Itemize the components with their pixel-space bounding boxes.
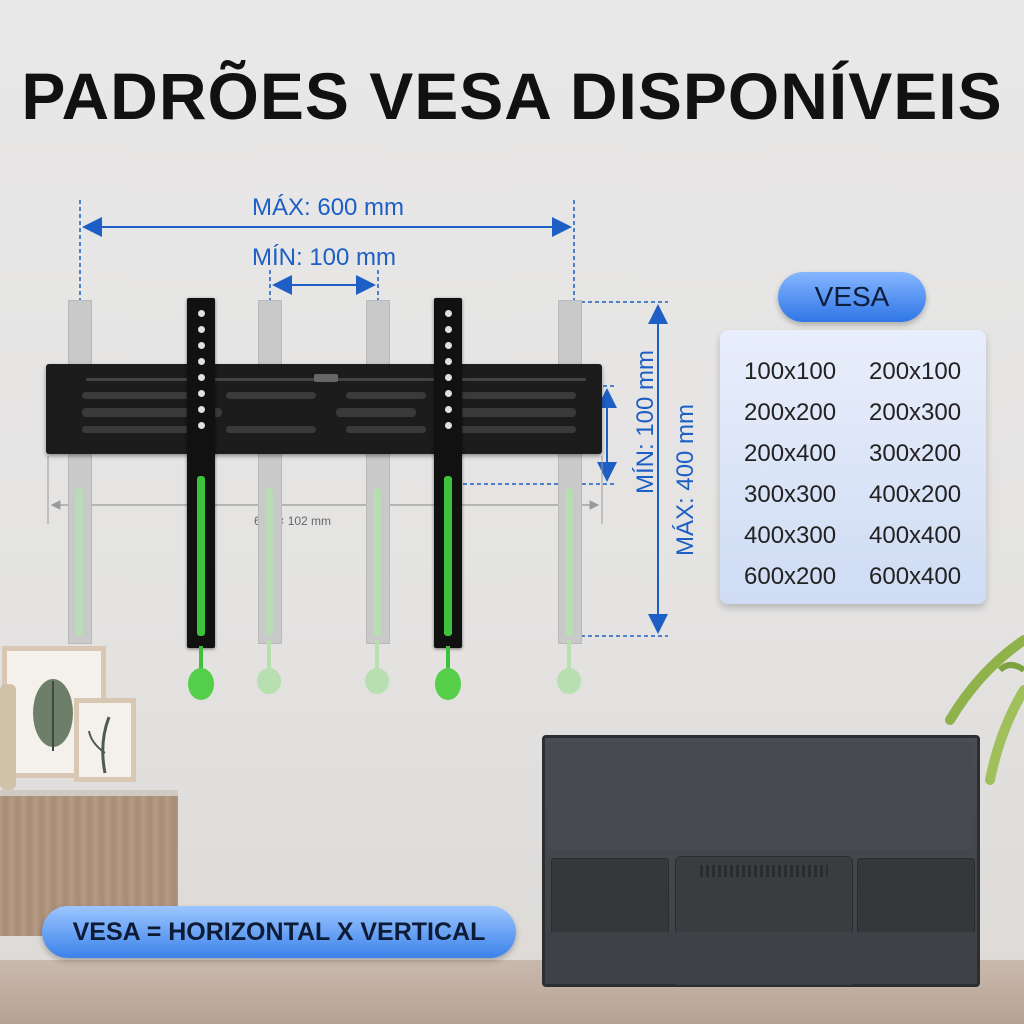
tv-speaker-left — [551, 858, 669, 934]
vesa-pattern: 200x300 — [869, 399, 962, 426]
pull-tab-stem-left — [199, 646, 203, 672]
vesa-pattern: 600x400 — [869, 563, 962, 590]
plant-artwork-icon — [88, 716, 111, 774]
pull-tab-left — [188, 668, 214, 700]
tv-speaker-right — [857, 858, 975, 934]
vesa-pattern: 400x300 — [744, 522, 837, 549]
vesa-patterns-grid: 100x100 200x100 200x200 200x300 200x400 … — [744, 358, 994, 591]
vesa-pattern: 300x300 — [744, 481, 837, 508]
pull-tab-stem-right — [446, 646, 450, 672]
ghost-rail-strip-1 — [75, 488, 83, 636]
tv-arm-right — [434, 298, 462, 648]
vesa-pattern: 400x200 — [869, 481, 962, 508]
ghost-tab-stem-4 — [567, 640, 571, 670]
plant-leaves-icon — [945, 635, 1024, 785]
page-title: PADRÕES VESA DISPONÍVEIS — [21, 59, 1003, 133]
ghost-pull-tab-3 — [365, 668, 389, 694]
min-width-label: MÍN: 100 mm — [252, 244, 397, 271]
wall-plate — [46, 364, 602, 454]
tv-lower-body — [545, 932, 977, 984]
vesa-formula-pill: VESA = HORIZONTAL X VERTICAL — [42, 906, 516, 958]
vesa-pattern: 300x200 — [869, 440, 962, 467]
vesa-pattern: 600x200 — [744, 563, 837, 590]
max-height-label: MÁX: 400 mm — [672, 403, 699, 556]
min-height-label: MÍN: 100 mm — [632, 349, 659, 494]
vesa-pattern: 400x400 — [869, 522, 962, 549]
ghost-rail-strip-3 — [373, 488, 381, 636]
tv-arm-left — [187, 298, 215, 648]
tv-back — [542, 735, 980, 987]
vesa-pattern: 200x200 — [744, 399, 837, 426]
ghost-rail-strip-2 — [265, 488, 273, 636]
max-width-label: MÁX: 600 mm — [252, 194, 405, 221]
ghost-rail-strip-4 — [565, 488, 573, 636]
vase — [0, 684, 16, 790]
ghost-pull-tab-4 — [557, 668, 581, 694]
vesa-patterns-box: 100x100 200x100 200x200 200x300 200x400 … — [720, 330, 986, 604]
ghost-tab-stem-2 — [267, 640, 271, 670]
ghost-tab-stem-3 — [375, 640, 379, 670]
pull-tab-right — [435, 668, 461, 700]
vesa-pattern: 100x100 — [744, 358, 837, 385]
vesa-pattern: 200x100 — [869, 358, 962, 385]
vesa-label-pill: VESA — [778, 272, 926, 322]
leaf-artwork-icon — [33, 679, 73, 751]
wall-picture-frame-small — [74, 698, 136, 782]
vesa-pattern: 200x400 — [744, 440, 837, 467]
ghost-pull-tab-2 — [257, 668, 281, 694]
